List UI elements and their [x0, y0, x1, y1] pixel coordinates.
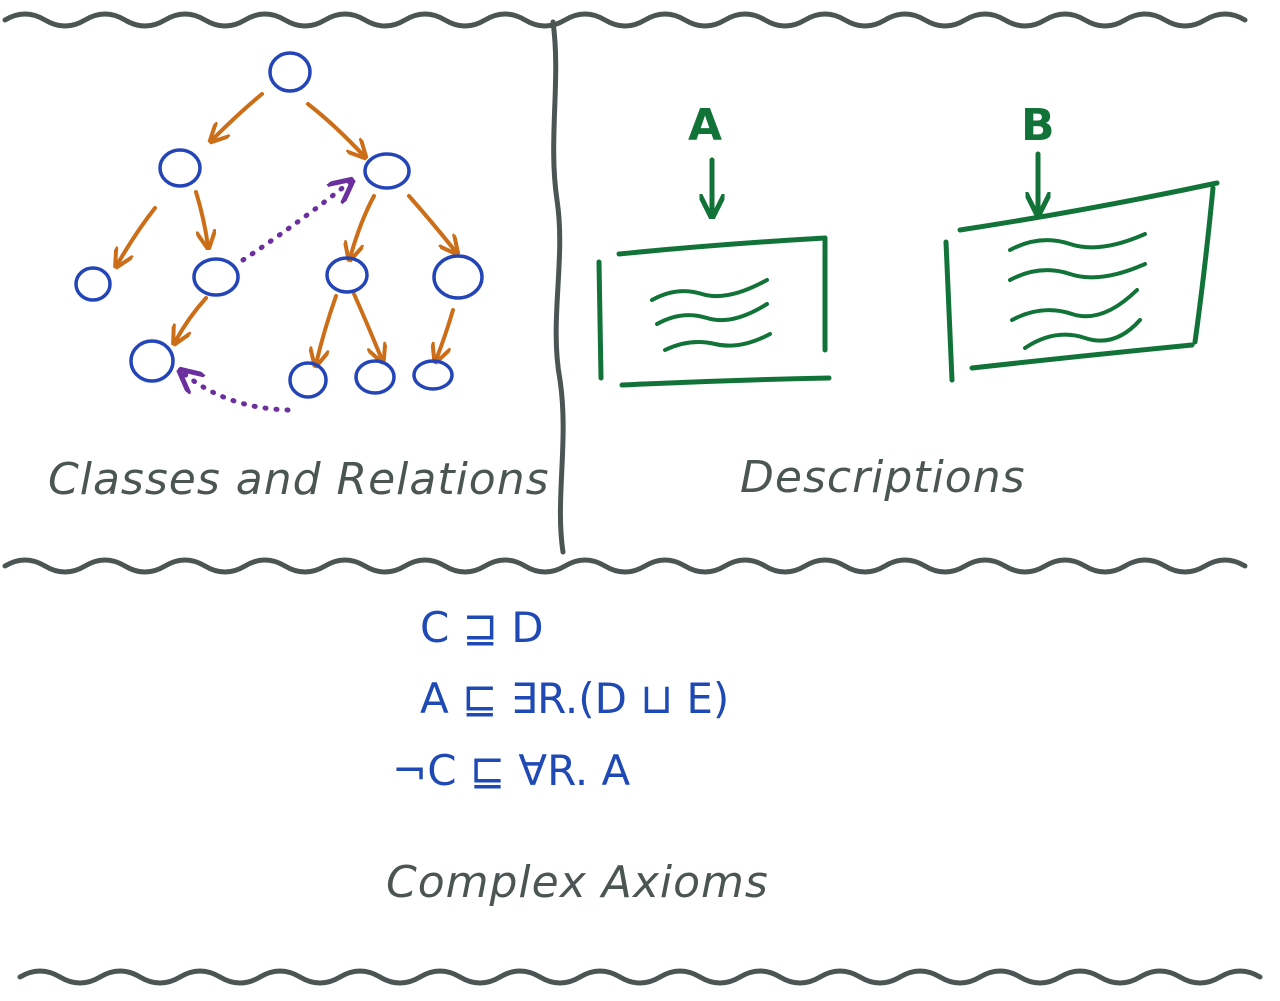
description-box-a	[596, 235, 832, 388]
class-node	[268, 51, 312, 93]
axioms-panel: C ⊒ D A ⊑ ∃R.(D ⊔ E) ¬C ⊑ ∀R. A Complex …	[386, 603, 769, 908]
class-node	[432, 254, 484, 300]
classes-caption: Classes and Relations	[48, 454, 550, 505]
class-node	[129, 339, 175, 383]
class-nodes	[74, 51, 484, 399]
panel-borders	[2, 11, 1263, 986]
descriptions-caption: Descriptions	[740, 452, 1026, 503]
relation-arrow	[182, 372, 291, 413]
top-border	[2, 11, 1248, 29]
class-node	[158, 148, 202, 188]
class-node	[74, 266, 112, 302]
edge	[350, 194, 376, 258]
class-node	[325, 256, 369, 294]
axiom-line-1: C ⊒ D	[420, 603, 544, 652]
description-text-a	[650, 278, 772, 352]
vertical-divider	[550, 19, 566, 555]
edge	[407, 194, 456, 252]
label-b: B	[1021, 100, 1055, 151]
middle-border	[2, 557, 1248, 575]
edge	[436, 308, 455, 360]
descriptions-panel: A B	[596, 100, 1220, 503]
bottom-border	[17, 968, 1263, 986]
classes-panel: Classes and Relations	[48, 51, 550, 505]
edge	[352, 292, 382, 360]
class-node	[412, 359, 454, 391]
description-box-b	[943, 180, 1220, 383]
axioms-caption: Complex Axioms	[386, 857, 769, 908]
description-text-b	[1008, 232, 1147, 350]
axiom-line-2: A ⊑ ∃R.(D ⊔ E)	[420, 674, 729, 723]
class-node	[192, 257, 240, 297]
edge	[316, 294, 338, 364]
relation-edges	[182, 182, 350, 413]
relation-arrow	[240, 182, 350, 263]
edge	[194, 190, 208, 246]
edge	[117, 206, 157, 265]
edge	[175, 296, 208, 342]
hierarchy-edges	[117, 92, 456, 364]
label-a: A	[688, 100, 722, 151]
class-node	[354, 359, 396, 395]
class-node	[288, 361, 328, 399]
class-node	[363, 152, 411, 190]
edge	[212, 92, 264, 140]
edge	[306, 102, 364, 156]
axiom-line-3: ¬C ⊑ ∀R. A	[392, 746, 631, 795]
